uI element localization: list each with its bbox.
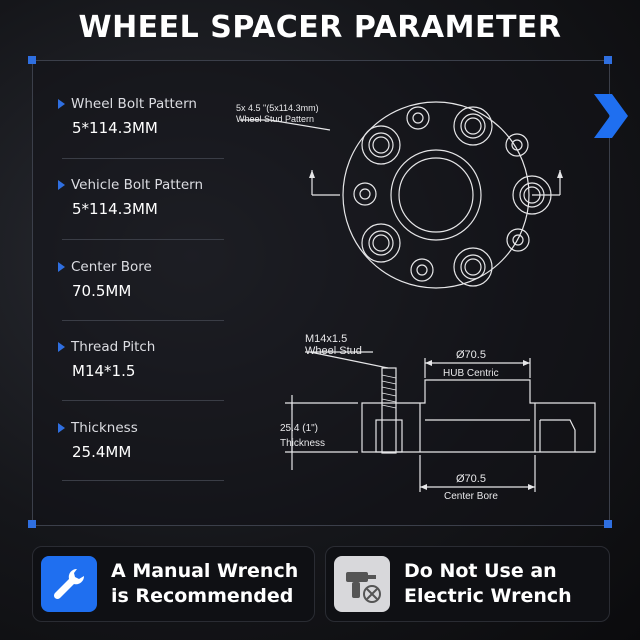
bore-dim: Ø70.5 (456, 473, 486, 485)
stud-label-line1: M14x1.5 (305, 333, 347, 345)
hub-dim: Ø70.5 (456, 349, 486, 361)
notice-left-line2: is Recommended (111, 585, 294, 607)
hub-label: HUB Centric (443, 368, 499, 379)
panel-corner (28, 56, 36, 64)
wrench-icon (41, 556, 97, 612)
arrow-icon (58, 262, 65, 272)
spec-value: 70.5MM (72, 282, 132, 300)
wheel-stud-bolt (381, 367, 397, 454)
notice-right-line1: Do Not Use an (404, 560, 557, 582)
spec-label: Center Bore (71, 259, 152, 275)
bore-label: Center Bore (444, 491, 498, 502)
spec-label: Thickness (71, 420, 138, 436)
spec-value: 5*114.3MM (72, 200, 158, 218)
spec-vehicle-bolt-pattern: Vehicle Bolt Pattern 5*114.3MM (58, 177, 203, 218)
spec-value: 25.4MM (72, 443, 132, 461)
spec-thread-pitch: Thread Pitch M14*1.5 (58, 339, 155, 380)
parameter-panel (32, 60, 610, 526)
chevron-right-icon (594, 94, 628, 138)
spec-thickness: Thickness 25.4MM (58, 420, 138, 461)
divider (62, 480, 224, 481)
arrow-icon (58, 99, 65, 109)
stud-pattern-line2: Wheel Stud Pattern (236, 114, 314, 124)
page-title: WHEEL SPACER PARAMETER (78, 10, 562, 45)
panel-corner (28, 520, 36, 528)
spacer-side-profile (361, 379, 596, 453)
notice-right-line2: Electric Wrench (404, 585, 572, 607)
panel-corner (604, 520, 612, 528)
wheel-stud-holes (361, 106, 552, 287)
divider (62, 158, 224, 159)
spec-center-bore: Center Bore 70.5MM (58, 259, 152, 300)
divider (62, 239, 224, 240)
panel-corner (604, 56, 612, 64)
spacer-outer-circle (342, 101, 530, 289)
arrow-icon (58, 342, 65, 352)
hub-bore-circle (390, 149, 482, 241)
stud-pattern-line1: 5x 4.5 "(5x114.3mm) (236, 103, 319, 113)
vehicle-bolt-holes (353, 106, 530, 282)
thickness-label: Thickness (280, 438, 325, 449)
spec-wheel-bolt-pattern: Wheel Bolt Pattern 5*114.3MM (58, 96, 197, 137)
manual-wrench-notice: A Manual Wrench is Recommended (32, 546, 315, 622)
spec-label: Thread Pitch (71, 339, 156, 355)
no-electric-drill-icon (334, 556, 390, 612)
spec-label: Wheel Bolt Pattern (71, 96, 197, 112)
arrow-icon (58, 180, 65, 190)
spec-label: Vehicle Bolt Pattern (71, 177, 203, 193)
stud-label-line2: Wheel Stud (305, 345, 362, 357)
thickness-dim: 25.4 (1") (280, 423, 318, 434)
electric-wrench-warning: Do Not Use an Electric Wrench (325, 546, 610, 622)
spec-value: 5*114.3MM (72, 119, 158, 137)
arrow-icon (58, 423, 65, 433)
divider (62, 400, 224, 401)
divider (62, 320, 224, 321)
notice-left-line1: A Manual Wrench (111, 560, 299, 582)
hub-bore-inner-circle (398, 157, 474, 233)
spec-value: M14*1.5 (72, 362, 136, 380)
